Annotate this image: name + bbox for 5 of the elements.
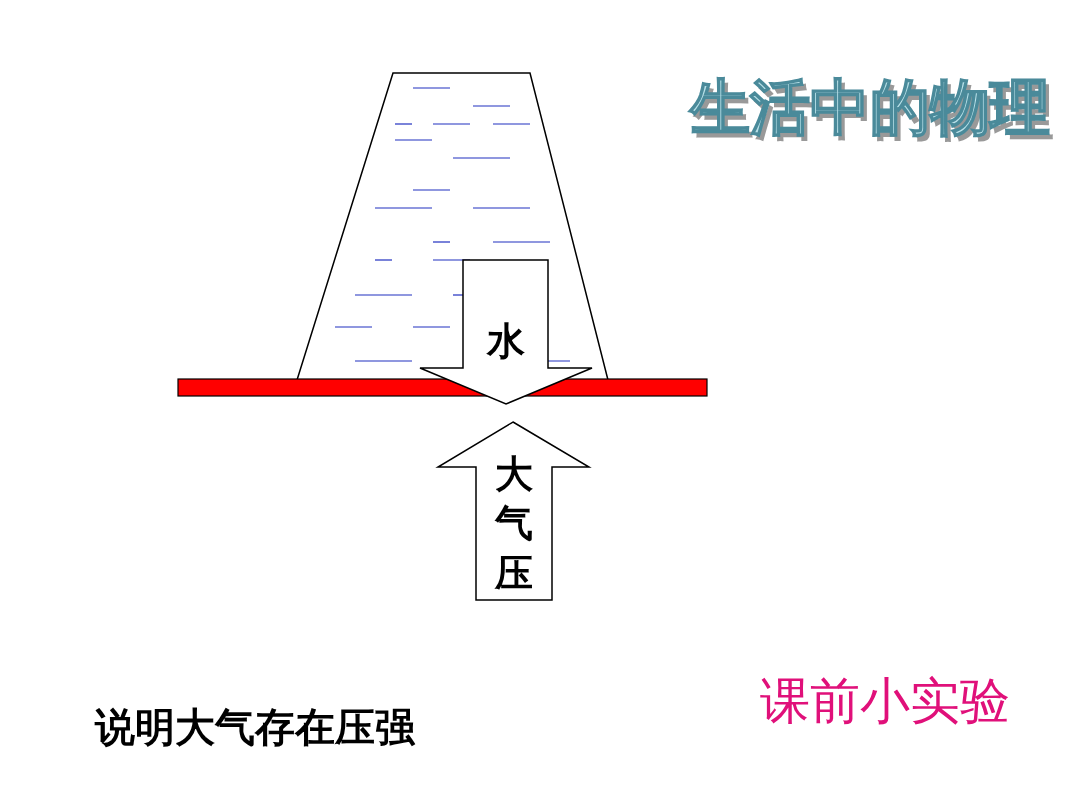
arrow-label: 大气压 xyxy=(494,451,534,597)
subtitle: 课前小实验 xyxy=(760,671,1010,732)
caption: 说明大气存在压强 xyxy=(95,703,415,752)
arrow-label: 水 xyxy=(485,320,526,364)
title: 生活中的物理 xyxy=(690,71,1050,144)
